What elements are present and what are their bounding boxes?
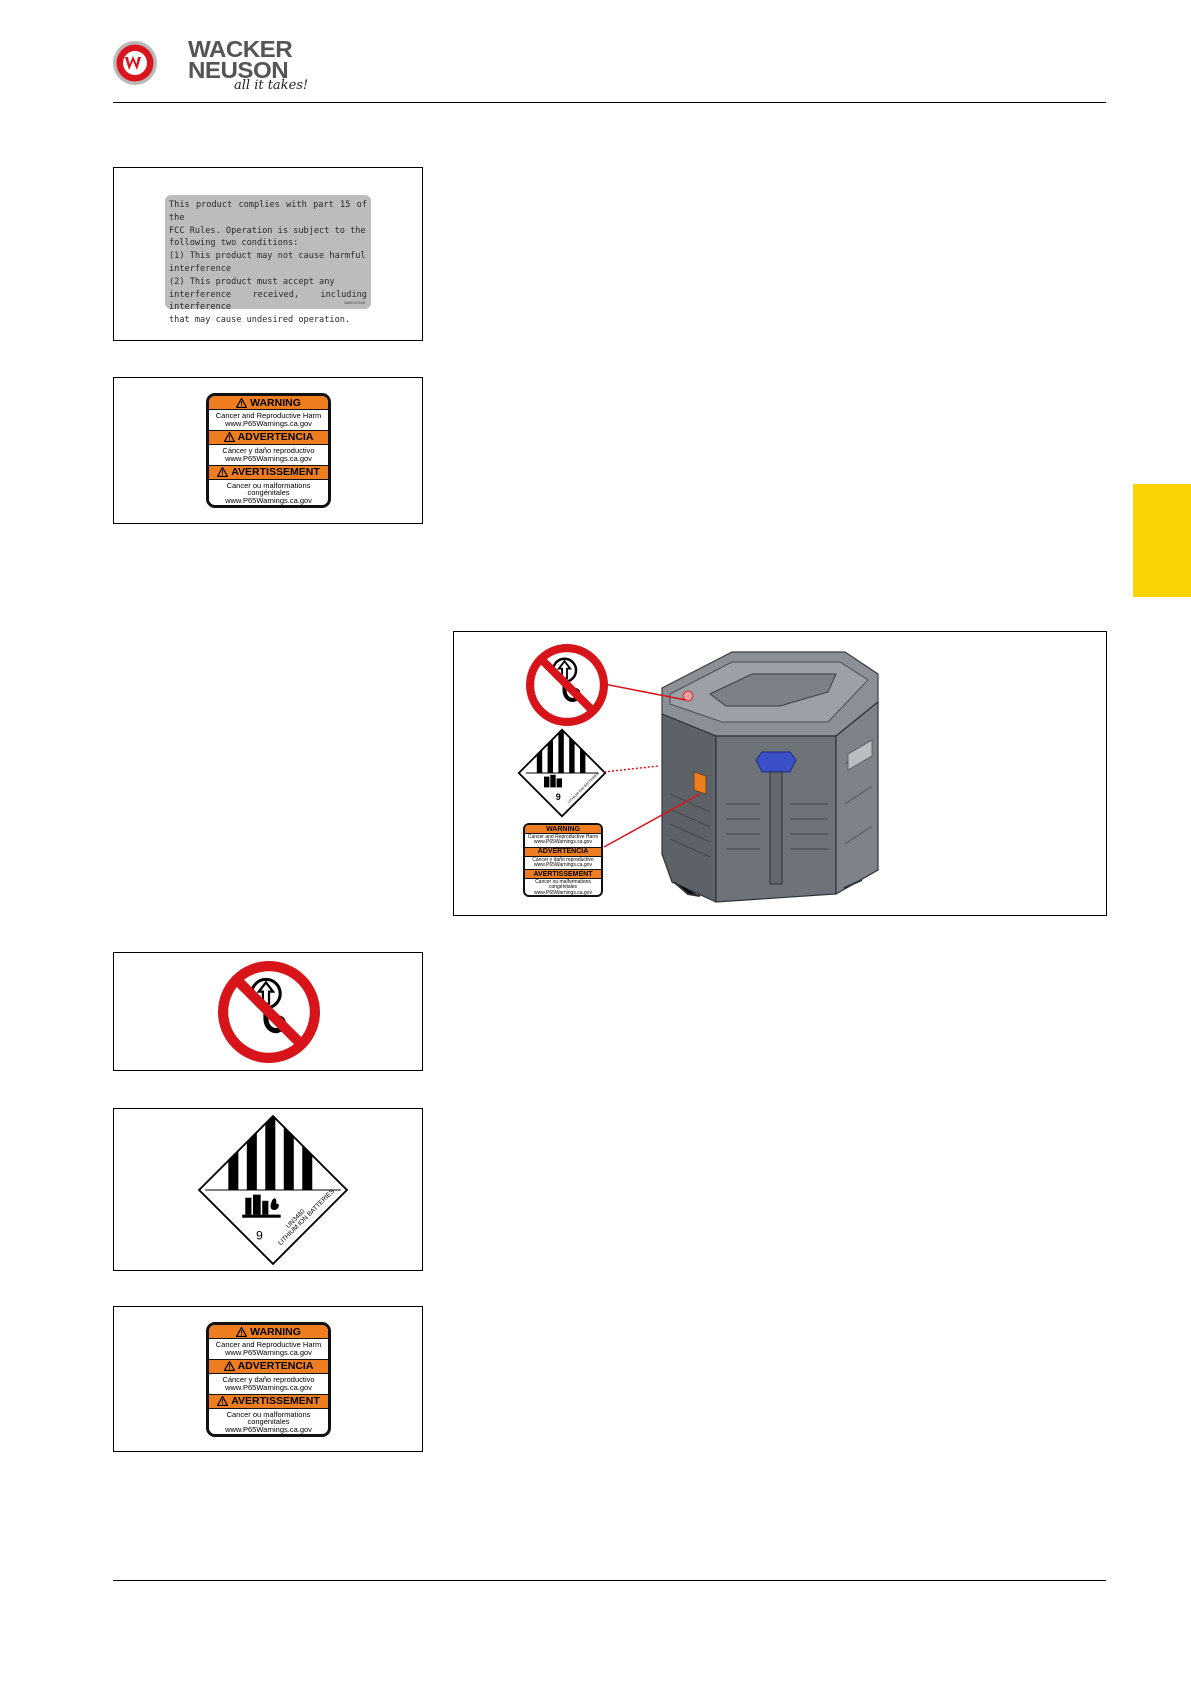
warning-title: WARNING	[546, 825, 580, 833]
advertencia-text-1: Cáncer y daño reproductivo	[532, 856, 594, 863]
tool-case-illustration	[661, 651, 879, 903]
fcc-label-line: (2) This product must accept any	[169, 276, 335, 287]
class-9-hazard-diamond-icon: 9 UN3480 LITHIUM ION BATTERIES	[197, 1114, 349, 1266]
avertissement-text-2: congénitales	[247, 488, 290, 498]
no-crane-lift-icon	[526, 644, 608, 726]
brand-name-line2: NEUSON	[188, 57, 289, 83]
avertissement-text-3: www.P65Warnings.ca.gov	[534, 889, 592, 896]
brand-name-line1: WACKER	[188, 36, 293, 62]
warning-bar: WARNING	[209, 1325, 328, 1339]
avertissement-text-3: www.P65Warnings.ca.gov	[225, 1425, 312, 1435]
warning-triangle-icon	[223, 432, 235, 443]
warning-triangle-icon	[217, 1396, 229, 1406]
prop65-label-figure-1: WARNING Cancer and Reproductive Harm www…	[113, 377, 423, 524]
warning-title: WARNING	[250, 1325, 301, 1338]
avertissement-text-3: www.P65Warnings.ca.gov	[225, 496, 312, 506]
warning-bar: WARNING	[209, 396, 328, 410]
fcc-label-line: interference received, including interfe…	[169, 289, 367, 313]
warning-text-2: www.P65Warnings.ca.gov	[534, 839, 592, 846]
fcc-label-line: (1) This product may not cause harmful	[169, 251, 366, 262]
warning-text-1: Cancer and Reproductive Harm	[215, 411, 322, 420]
fcc-compliance-label: This product complies with part 15 of th…	[165, 195, 371, 325]
fcc-label-line: that may cause undesired operation.	[169, 315, 351, 326]
brand-tagline: all it takes!	[234, 78, 309, 93]
callout-lines	[603, 683, 701, 848]
fcc-label-code: 5000207026	[343, 301, 365, 305]
avertissement-text-1: Cancer ou malformations	[226, 1409, 311, 1419]
warning-bar: WARNING	[525, 825, 601, 834]
case-label-overview-figure: 9 LITHIUM ION BATTERIES WARNING Cancer a…	[453, 631, 1107, 916]
advertencia-title: ADVERTENCIA	[237, 1360, 314, 1373]
avertissement-title: AVERTISSEMENT	[231, 1395, 320, 1407]
avertissement-text-2: congénitales	[247, 1417, 290, 1427]
advertencia-bar: ADVERTENCIA	[209, 429, 328, 445]
warning-triangle-icon	[236, 1326, 248, 1337]
wacker-neuson-logo-mark	[113, 41, 157, 85]
avertissement-text-1: Cancer ou malformations	[226, 480, 311, 490]
avertissement-title: AVERTISSEMENT	[231, 466, 320, 478]
avertissement-bar: AVERTISSEMENT	[209, 1393, 328, 1409]
header: WACKER NEUSON all it takes!	[0, 0, 1191, 104]
advertencia-title: ADVERTENCIA	[237, 431, 314, 444]
advertencia-text-2: www.P65Warnings.ca.gov	[225, 1382, 312, 1392]
hazard-class-9-figure: 9 UN3480 LITHIUM ION BATTERIES	[113, 1108, 423, 1271]
avertissement-bar: AVERTISSEMENT	[525, 869, 601, 879]
fcc-label-figure: This product complies with part 15 of th…	[113, 167, 423, 341]
advertencia-text-2: www.P65Warnings.ca.gov	[534, 861, 592, 868]
warning-text-1: Cancer and Reproductive Harm	[215, 1340, 322, 1349]
fcc-label-line: FCC Rules. Operation is subject to the	[169, 225, 366, 236]
fcc-label-line: This product complies with part 15 of th…	[169, 200, 367, 223]
class-9-hazard-diamond-icon: 9 LITHIUM ION BATTERIES	[517, 728, 607, 818]
advertencia-title: ADVERTENCIA	[537, 848, 589, 855]
svg-text:9: 9	[556, 792, 561, 802]
warning-triangle-icon	[217, 467, 229, 477]
hazard-class-number: 9	[256, 1228, 263, 1242]
warning-text-2: www.P65Warnings.ca.gov	[225, 418, 312, 428]
prop65-warning-label-small: WARNING Cancer and Reproductive Harm www…	[523, 823, 603, 897]
warning-triangle-icon	[236, 397, 248, 408]
advertencia-text-2: www.P65Warnings.ca.gov	[225, 453, 312, 463]
advertencia-text-1: Cáncer y daño reproductivo	[222, 1374, 315, 1384]
warning-text-1: Cancer and Reproductive Harm	[527, 834, 599, 840]
warning-title: WARNING	[250, 396, 301, 409]
fcc-label-line: following two conditions:	[169, 238, 299, 249]
advertencia-text-1: Cáncer y daño reproductivo	[222, 445, 315, 455]
advertencia-bar: ADVERTENCIA	[525, 846, 601, 857]
footer-rule	[113, 1580, 1106, 1581]
prop65-label-figure-2: WARNING Cancer and Reproductive Harm www…	[113, 1306, 423, 1452]
warning-text-2: www.P65Warnings.ca.gov	[225, 1347, 312, 1357]
no-crane-figure	[113, 952, 423, 1071]
header-rule	[113, 102, 1106, 103]
avertissement-text-1: Cancer ou malformations	[535, 879, 591, 885]
avertissement-bar: AVERTISSEMENT	[209, 464, 328, 480]
advertencia-bar: ADVERTENCIA	[209, 1358, 328, 1374]
prop65-warning-label: WARNING Cancer and Reproductive Harm www…	[206, 393, 331, 508]
avertissement-text-2: congénitales	[548, 884, 578, 891]
avertissement-title: AVERTISSEMENT	[533, 870, 593, 878]
chapter-side-tab	[1133, 484, 1191, 597]
fcc-label-line: interference	[169, 263, 232, 274]
prop65-warning-label: WARNING Cancer and Reproductive Harm www…	[206, 1322, 331, 1437]
no-crane-lift-icon	[218, 961, 320, 1063]
warning-triangle-icon	[223, 1361, 235, 1372]
